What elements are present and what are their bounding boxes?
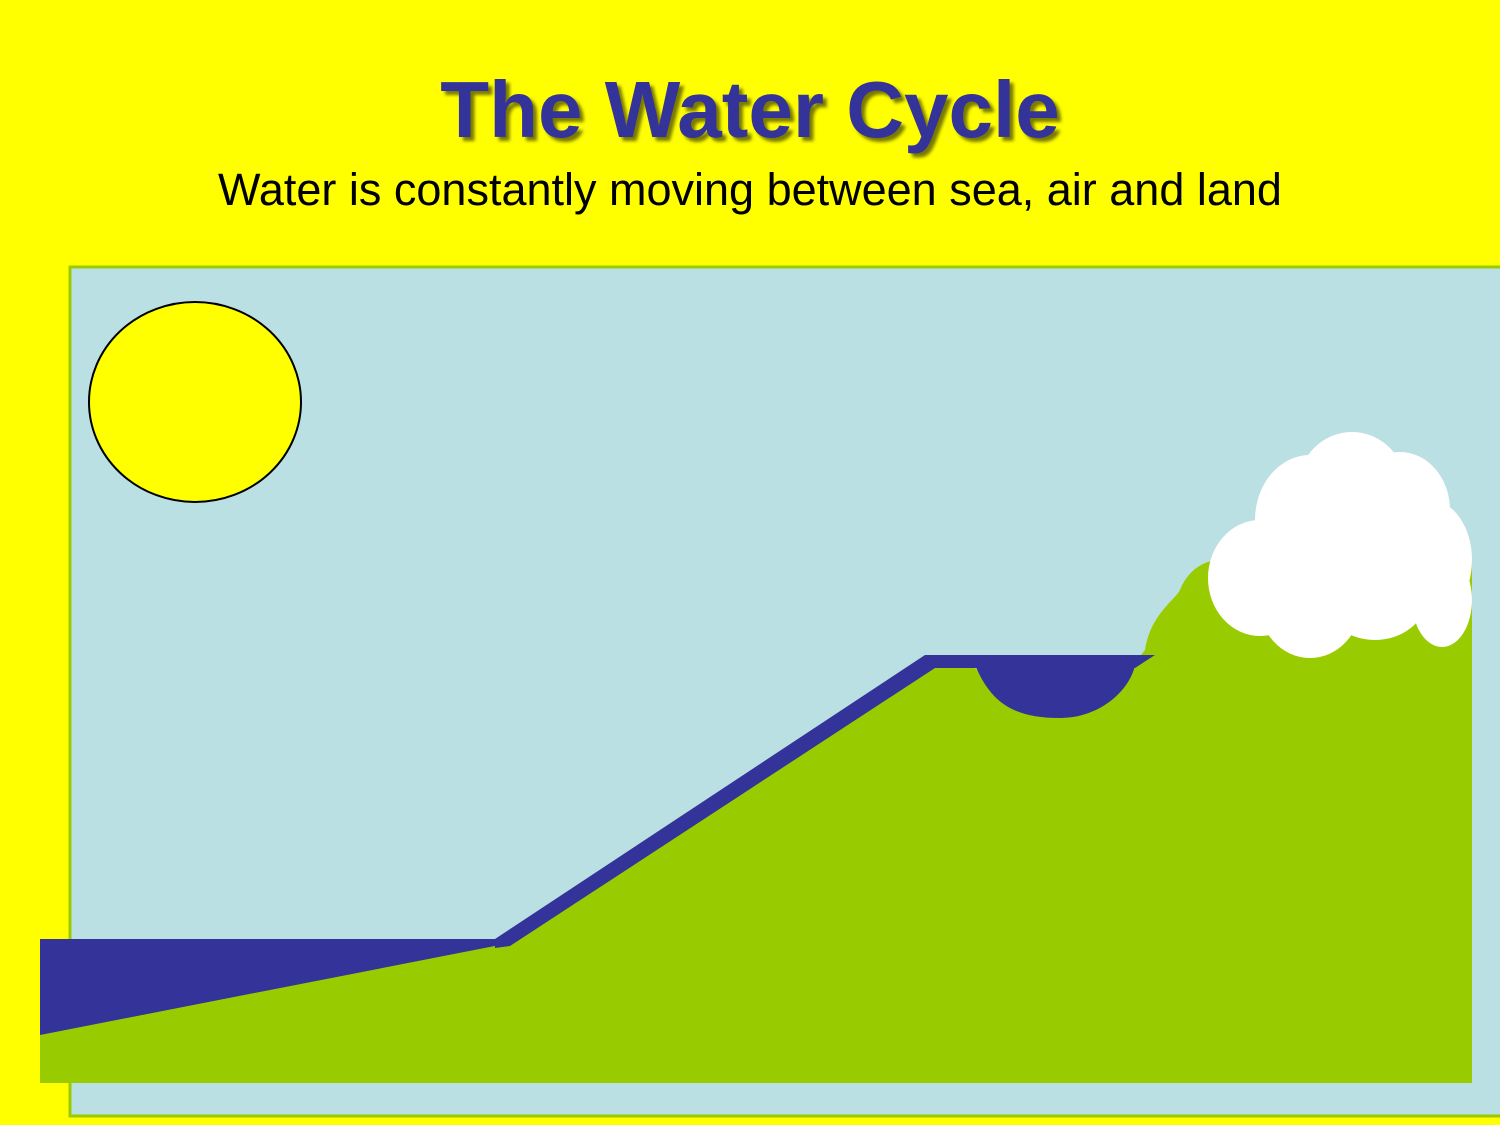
- sun-icon: [88, 301, 302, 503]
- lake: [975, 665, 1135, 718]
- page-subtitle: Water is constantly moving between sea, …: [218, 164, 1282, 215]
- cloud-icon: [1208, 432, 1472, 658]
- page-title: The Water Cycle: [440, 65, 1060, 154]
